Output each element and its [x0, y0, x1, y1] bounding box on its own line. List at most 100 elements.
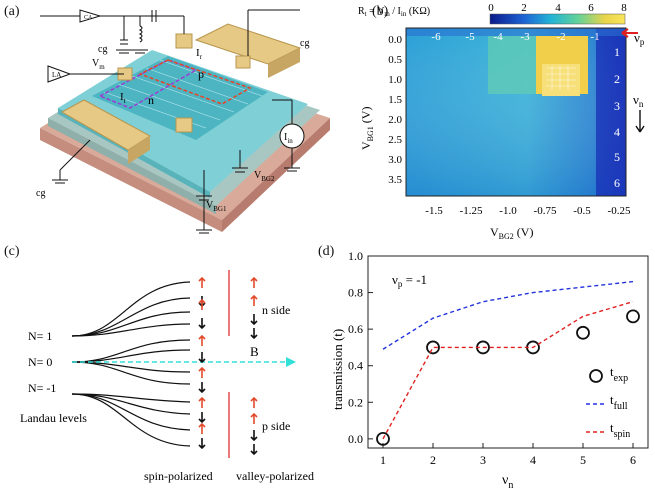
- x-axis-title: νn: [502, 473, 513, 491]
- right-tick: 5: [614, 150, 620, 164]
- plot-frame: [367, 255, 649, 449]
- heatmap-low-edge: [596, 28, 626, 196]
- n-side-label: n side: [262, 303, 290, 317]
- x-tick: -1.0: [499, 205, 517, 217]
- la-amplifier-icon: [47, 65, 72, 83]
- landau-title: Landau levels: [20, 411, 87, 425]
- legend-label-spin: tspin: [610, 420, 630, 440]
- cg-label-2: cg: [300, 38, 309, 49]
- x-tick-label: 4: [530, 453, 536, 467]
- substrate-side: [40, 128, 222, 232]
- n1-label: N= 1: [28, 329, 52, 343]
- p-side-label: p side: [262, 419, 290, 433]
- y-tick: 1.5: [388, 94, 402, 106]
- p-region: [138, 59, 252, 105]
- current-source-icon: [279, 123, 305, 149]
- colorbar-tick: 0: [488, 2, 494, 14]
- vbg2-source-icon: [232, 167, 248, 173]
- cg-label-3: cg: [36, 188, 45, 199]
- legend-label-exp: texp: [610, 364, 628, 384]
- data-point-exp: [376, 431, 390, 446]
- panel-label-d: (d): [318, 244, 335, 259]
- substrate-side-right: [222, 118, 330, 232]
- heatmap-grid-overlay: [546, 66, 576, 90]
- x-tick: -0.25: [608, 205, 631, 217]
- nu-n-arrow-icon: [635, 110, 645, 133]
- it-label-top: Ir: [196, 47, 203, 61]
- data-point-exp: [576, 325, 590, 340]
- vm-label: Vm: [92, 58, 105, 71]
- x-axis-label: VBG2 (V): [490, 225, 533, 241]
- b-field-label: B: [250, 344, 259, 359]
- colorbar-tick: 6: [588, 2, 594, 14]
- iin-label: Iin: [284, 132, 293, 145]
- contact-small-1: [175, 33, 193, 49]
- x-tick-label: 3: [480, 453, 486, 467]
- x-tick: -1.5: [425, 205, 443, 217]
- n-region-outline: [0, 0, 1, 1]
- x-tick-label: 6: [630, 453, 636, 467]
- p-region-label: p: [198, 67, 204, 81]
- y-tick: 0.5: [388, 54, 402, 66]
- right-ticks: 1 2 3 4 5 6: [614, 45, 620, 190]
- landau-level-diagram: N= 1 N= 0 N= -1 Landau levels B: [20, 270, 314, 483]
- legend-marker-exp: [589, 369, 603, 383]
- x-tick: -0.75: [534, 205, 557, 217]
- vbg1-label: VBG1: [206, 200, 227, 213]
- top-tick: -4: [493, 31, 503, 43]
- top-tick: -5: [465, 31, 475, 43]
- y-tick-label: 0.2: [348, 395, 363, 409]
- nu-n-label: νn: [633, 92, 644, 109]
- heatmap-top-edge: [406, 28, 626, 36]
- contact-left-side: [128, 136, 150, 164]
- top-ticks: -6 -5 -4 -3 -2 -1: [431, 31, 599, 43]
- cg-label-1: cg: [98, 44, 107, 55]
- resistance-map: Rt = Vm / Iin (KΩ) 0 2 4 6 8 -6 -5 -4 -3…: [358, 2, 645, 241]
- n-region-label: n: [148, 93, 154, 107]
- graphene-sheet: [92, 56, 268, 140]
- nm1-label: N= -1: [28, 381, 56, 395]
- x-tick-label: 5: [580, 453, 586, 467]
- gate-layer-side: [48, 118, 216, 214]
- nu-p-label: νp: [634, 30, 645, 47]
- series-line-full: [382, 280, 634, 350]
- contact-small-4: [235, 55, 251, 69]
- y-tick: 0.0: [388, 34, 402, 46]
- y-tick: 3.0: [388, 154, 402, 166]
- heatmap-mid-band: [488, 36, 536, 94]
- ca-label: CA: [84, 15, 93, 21]
- valley-polarized-label: valley-polarized: [236, 469, 314, 483]
- contact-small-3: [175, 117, 193, 133]
- n0-label: N= 0: [28, 355, 52, 369]
- top-tick: -1: [590, 31, 599, 43]
- y-tick-label: 0.0: [348, 432, 363, 446]
- right-tick: 6: [614, 176, 620, 190]
- annotation: νp = -1: [392, 272, 427, 289]
- y-ticks: 0.0 0.5 1.0 1.5 2.0 2.5 3.0 3.5: [388, 34, 402, 186]
- y-tick-label: 0.6: [348, 322, 363, 336]
- vbg1-source-icon: [196, 195, 212, 201]
- level-splitting-lines: [71, 281, 191, 447]
- nu-p-arrow-icon: [621, 28, 638, 38]
- colorbar-tick: 8: [621, 2, 627, 14]
- y-tick: 1.0: [388, 74, 402, 86]
- legend: texp tfull tspin: [586, 364, 630, 440]
- colorbar-ticks: 0 2 4 6 8: [488, 2, 627, 14]
- right-tick: 4: [614, 125, 620, 139]
- legend-label-full: tfull: [610, 392, 628, 412]
- spin-arrows: [198, 276, 258, 456]
- heatmap-frame: [405, 27, 627, 197]
- contact-right-side: [268, 48, 300, 78]
- la-label: LA: [52, 71, 61, 79]
- right-tick: 2: [614, 72, 620, 86]
- y-tick-label: 0.8: [348, 286, 363, 300]
- colorbar-tick: 2: [521, 2, 527, 14]
- spin-polarized-label: spin-polarized: [144, 469, 213, 483]
- y-tick: 3.5: [388, 174, 402, 186]
- x-ticks: -1.5 -1.25 -1.0 -0.75 -0.5 -0.25: [425, 205, 631, 217]
- series-line-spin: [382, 301, 634, 440]
- it-label-left: It: [120, 91, 126, 105]
- capacitor-icon: [120, 10, 157, 45]
- y-tick-label: 0.4: [348, 359, 363, 373]
- x-tick-label: 1: [380, 453, 386, 467]
